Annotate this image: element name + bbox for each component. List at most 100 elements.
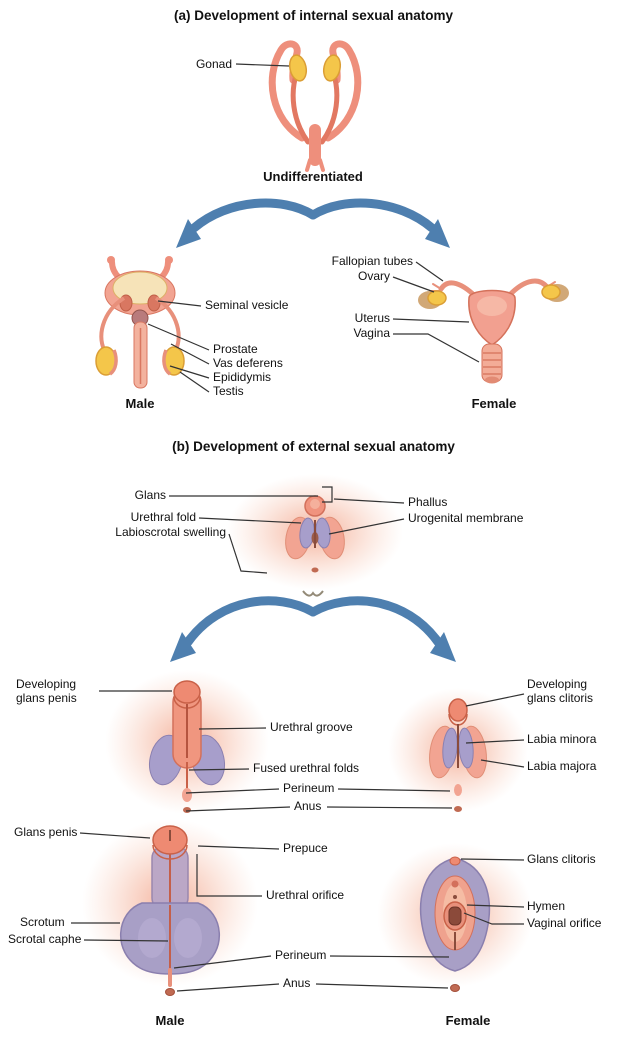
leader-labioscrotal-swelling [228, 533, 268, 574]
anus [450, 984, 460, 992]
label-glans: Glans [134, 488, 166, 502]
label-developing-glans-clitoris: Developing glans clitoris [527, 677, 594, 705]
label-male-internal: Male [125, 396, 155, 411]
leader-prepuce [197, 845, 280, 850]
developing-glans-clitoris [448, 698, 468, 722]
female-internal-illustration [418, 278, 569, 384]
leader-urethral-orifice [196, 854, 262, 897]
leader-vas-deferens [170, 343, 210, 365]
section-a-title: (a) Development of internal sexual anato… [173, 8, 454, 23]
label-fallopian-tubes: Fallopian tubes [331, 254, 413, 268]
brace-mark [302, 590, 324, 597]
label-urethral-orifice: Urethral orifice [266, 888, 345, 902]
label-vas-deferens: Vas deferens [213, 356, 283, 370]
label-labioscrotal-swelling: Labioscrotal swelling [115, 525, 226, 539]
label-urogenital-membrane: Urogenital membrane [408, 511, 524, 525]
leader-gonad [235, 63, 290, 67]
leader-vaginal-orifice [463, 912, 524, 925]
leader-uterus [392, 318, 470, 323]
leader-anus-mid-left [185, 806, 291, 812]
label-scrotum: Scrotum [20, 915, 65, 929]
anus [165, 988, 175, 996]
label-phallus: Phallus [408, 495, 448, 509]
leader-perineum-final-right [329, 955, 450, 958]
label-perineum-final: Perineum [275, 948, 327, 962]
leader-developing-glans-clitoris [465, 693, 525, 707]
leader-ovary [392, 276, 435, 293]
undifferentiated-internal-illustration [268, 40, 362, 172]
label-labia-majora: Labia majora [527, 759, 597, 773]
leader-testis [179, 371, 210, 393]
label-glans-clitoris: Glans clitoris [527, 852, 596, 866]
leader-glans-clitoris [460, 858, 525, 861]
leader-perineum-mid-left [185, 788, 280, 794]
leader-vagina [393, 333, 480, 363]
leader-fused-urethral-folds [188, 768, 250, 771]
leader-epididymis [169, 365, 210, 379]
leader-fallopian-tubes [415, 261, 444, 282]
perineum [454, 784, 462, 796]
leader-seminal-vesicle [157, 300, 202, 307]
label-fused-urethral-folds: Fused urethral folds [253, 761, 360, 775]
leader-anus-final-right [315, 983, 449, 989]
label-uterus: Uterus [354, 311, 390, 325]
anus [311, 567, 319, 573]
label-female-final: Female [445, 1013, 491, 1028]
vaginal-orifice [448, 906, 462, 926]
label-undifferentiated: Undifferentiated [263, 169, 363, 184]
developing-male-illustration [105, 670, 269, 814]
labia-minora-left [442, 727, 458, 769]
arrow-head-left [176, 219, 201, 248]
anus [183, 807, 191, 813]
phallus-bracket [322, 486, 333, 503]
glans-clitoris [449, 856, 461, 866]
label-anus-final: Anus [283, 976, 311, 990]
label-glans-penis: Glans penis [14, 825, 78, 839]
labia-minora-right [458, 727, 474, 769]
label-scrotal-raphe: Scrotal caphe [8, 932, 82, 946]
perineum [182, 788, 192, 802]
label-labia-minora: Labia minora [527, 732, 597, 746]
leader-phallus [333, 498, 405, 504]
gonad-right [322, 54, 342, 82]
leader-labia-majora [480, 759, 525, 768]
leader-hymen [466, 904, 525, 908]
final-female-illustration [377, 843, 533, 992]
ovary-left [427, 290, 447, 306]
arrow-head-right [430, 632, 456, 662]
label-female-internal: Female [471, 396, 517, 411]
label-urethral-fold: Urethral fold [130, 510, 196, 524]
branch-arrows-external [170, 596, 456, 662]
leader-anus-final-left [176, 983, 280, 992]
branch-arrows-internal [176, 198, 450, 248]
label-prepuce: Prepuce [283, 841, 328, 855]
label-vaginal-orifice: Vaginal orifice [527, 916, 602, 930]
ovary-right [541, 284, 561, 300]
section-b-title: (b) Development of external sexual anato… [172, 439, 455, 454]
epididymis-right [162, 349, 172, 376]
arrow-head-right [425, 219, 450, 248]
leader-labia-minora [465, 739, 525, 744]
leader-perineum-final-left [173, 955, 272, 969]
leader-anus-mid-right [326, 806, 453, 809]
anus [454, 806, 462, 812]
male-internal-illustration [95, 256, 185, 389]
leader-prostate [147, 323, 210, 351]
leader-urogenital-membrane [328, 518, 405, 535]
leader-lines [71, 63, 525, 992]
gonad-left [288, 54, 308, 82]
final-male-illustration [82, 819, 258, 996]
label-ovary: Ovary [357, 269, 390, 283]
label-developing-glans-penis: Developing glans penis [16, 677, 77, 705]
epididymis-left [108, 349, 118, 376]
leader-glans-penis [79, 832, 151, 839]
label-hymen: Hymen [527, 899, 566, 913]
leader-scrotal-raphe [83, 939, 169, 942]
label-anus-mid: Anus [294, 799, 322, 813]
label-vagina: Vagina [353, 326, 390, 340]
label-perineum-mid: Perineum [283, 781, 335, 795]
label-gonad: Gonad [195, 57, 232, 71]
label-seminal-vesicle: Seminal vesicle [205, 298, 289, 312]
